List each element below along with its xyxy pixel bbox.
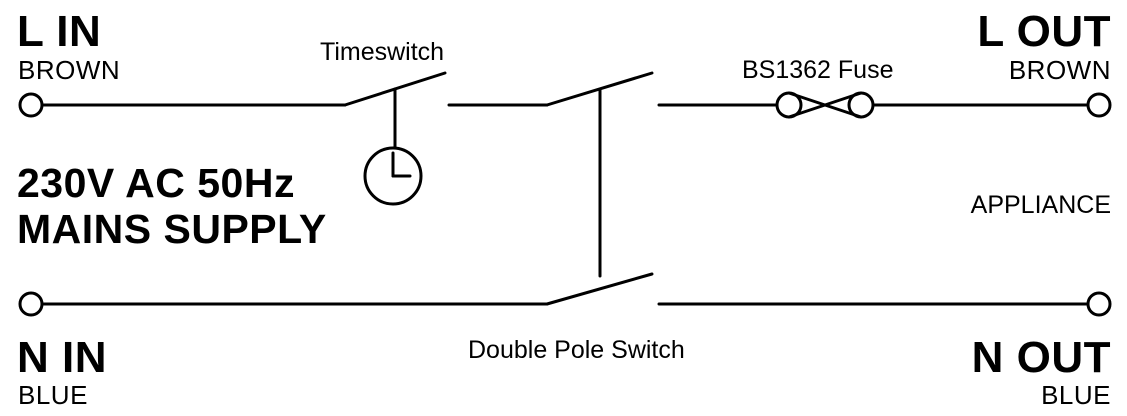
n-out-title: N OUT	[971, 333, 1111, 382]
l-out-title: L OUT	[977, 7, 1111, 56]
n-out-color: BLUE	[1041, 380, 1111, 410]
fuse-label: BS1362 Fuse	[742, 56, 894, 84]
n-in-terminal-icon	[18, 291, 44, 317]
supply-line-1: 230V AC 50Hz	[17, 160, 295, 206]
l-out-terminal-icon	[1086, 92, 1112, 118]
fuse-symbol-icon	[775, 91, 875, 119]
l-out-color: BROWN	[1008, 55, 1111, 85]
timeswitch-label: Timeswitch	[320, 38, 445, 66]
appliance-label: APPLIANCE	[970, 191, 1111, 219]
l-in-terminal-icon	[18, 92, 44, 118]
n-out-terminal-icon	[1086, 291, 1112, 317]
n-in-color: BLUE	[18, 380, 88, 410]
l-in-color: BROWN	[18, 55, 121, 85]
dp-switch-neutral-contact-icon	[545, 272, 654, 306]
supply-line-2: MAINS SUPPLY	[17, 206, 327, 252]
l-in-title: L IN	[17, 7, 102, 56]
n-in-title: N IN	[17, 333, 107, 382]
clock-icon	[363, 146, 423, 206]
double-pole-switch-label: Double Pole Switch	[468, 336, 685, 364]
